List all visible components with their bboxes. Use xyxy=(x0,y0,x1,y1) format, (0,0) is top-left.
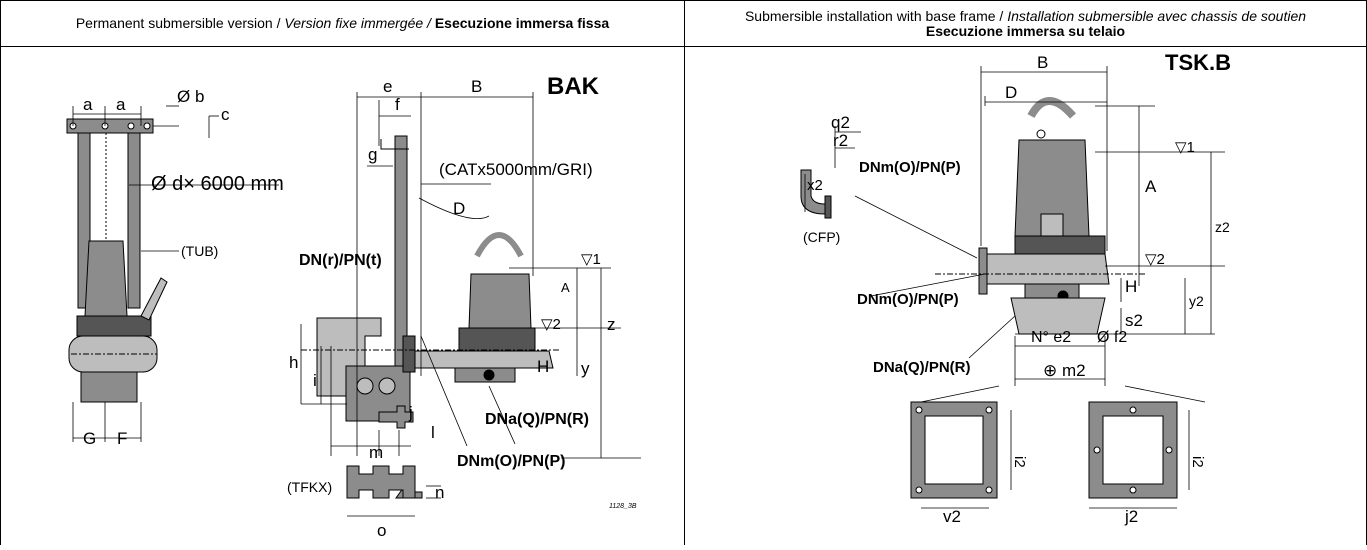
label-tsk-dna: DNa(Q)/PN(R) xyxy=(873,359,971,376)
level-2: ▽2 xyxy=(541,316,561,333)
tsk-dim-i2-b: i2 xyxy=(1189,456,1206,468)
dim-F: F xyxy=(117,429,127,448)
tsk-dim-B: B xyxy=(1037,53,1048,72)
side-guide-pipe xyxy=(394,135,408,367)
dim-f: f xyxy=(395,95,400,114)
side-motor xyxy=(468,273,532,329)
tsk-dim-x2: x2 xyxy=(807,177,823,194)
dim-B: B xyxy=(471,77,482,96)
dim-m: m xyxy=(369,443,383,462)
bak-drawing: a a Ø b c Ø d× 6000 mm (TUB) G F xyxy=(66,73,641,540)
dim-z: z xyxy=(607,315,616,334)
header-right-en: Submersible installation with base frame… xyxy=(744,7,1008,24)
guide-pipe-left xyxy=(77,132,91,309)
model-tsk: TSK.B xyxy=(1165,50,1231,75)
tsk-dim-m2: ⊕ m2 xyxy=(1043,361,1086,380)
tsk-dim-D: D xyxy=(1005,83,1017,102)
header-left: Permanent submersible version / Version … xyxy=(0,0,685,47)
side-view xyxy=(301,135,561,499)
dim-j: j xyxy=(408,403,413,422)
dim-n: n xyxy=(435,483,444,502)
dim-h: h xyxy=(289,353,298,372)
tsk-pump xyxy=(800,97,1145,335)
tsk-dim-A: A xyxy=(1145,177,1157,196)
label-dnm: DNm(O)/PN(P) xyxy=(457,453,565,470)
tsk-dim-i2-a: i2 xyxy=(1011,456,1028,468)
dim-D: D xyxy=(453,199,465,218)
dim-H: H xyxy=(537,357,549,376)
label-cfp: (CFP) xyxy=(803,229,840,245)
tsk-dims xyxy=(804,66,1225,403)
tsk-dim-z2: z2 xyxy=(1215,219,1230,235)
top-bracket xyxy=(66,118,154,134)
header-right-it: Esecuzione immersa su telaio xyxy=(925,22,1126,39)
tsk-dim-s2: s2 xyxy=(1125,311,1143,330)
tsk-dim-q2: q2 xyxy=(831,113,850,132)
dim-b: Ø b xyxy=(177,87,204,106)
dim-c: c xyxy=(221,105,230,124)
side-labels: e f g B BAK (CATx5000mm/GRI) D DN(r)/PN(… xyxy=(287,73,637,540)
level-1: ▽1 xyxy=(581,251,601,268)
tsk-plan-dims xyxy=(921,410,1190,509)
dim-l: l xyxy=(431,423,435,442)
dim-G: G xyxy=(83,429,96,448)
tsk-volute xyxy=(978,253,1110,285)
label-tfkx: (TFKX) xyxy=(287,479,332,495)
label-tub: (TUB) xyxy=(181,243,218,259)
header-right-line1: Submersible installation with base frame… xyxy=(744,7,1307,24)
frame-plan-1 xyxy=(910,401,998,499)
dim-A: A xyxy=(561,280,570,295)
tsk-level-2: ▽2 xyxy=(1145,251,1165,268)
panel-bak: a a Ø b c Ø d× 6000 mm (TUB) G F xyxy=(0,46,685,545)
front-dims xyxy=(72,105,279,442)
tsk-handle xyxy=(1027,97,1077,119)
drawing-code: 1128_3B xyxy=(609,503,637,510)
side-volute xyxy=(414,350,554,369)
motor-body xyxy=(84,240,128,317)
dim-a-2: a xyxy=(116,95,126,114)
model-bak: BAK xyxy=(547,73,600,100)
dim-a-1: a xyxy=(83,95,93,114)
label-cat: (CATx5000mm/GRI) xyxy=(439,160,593,179)
panel-tsk: B TSK.B D q2 r2 x2 (CFP) DNm(O)/PN(P) ▽1… xyxy=(684,46,1367,545)
dim-d: Ø d× 6000 mm xyxy=(151,173,284,195)
cable-gland xyxy=(140,277,168,321)
front-labels: a a Ø b c Ø d× 6000 mm (TUB) G F xyxy=(83,87,284,448)
tsk-dim-y2: y2 xyxy=(1189,293,1204,309)
side-dims xyxy=(300,92,641,517)
frame-plan-2 xyxy=(1088,401,1178,499)
dim-e: e xyxy=(383,77,392,96)
tsk-dim-e2: N° e2 xyxy=(1031,329,1071,346)
header-right-line2: Esecuzione immersa su telaio xyxy=(925,22,1126,39)
header-left-en: Permanent submersible version / xyxy=(75,15,285,31)
guide-pipe-right xyxy=(127,132,141,309)
dim-y: y xyxy=(581,359,590,378)
lifting-handle xyxy=(474,232,524,258)
header-right-fr: Installation submersible avec chassis de… xyxy=(1007,7,1307,24)
tsk-dim-f2: Ø f2 xyxy=(1097,329,1127,346)
tsk-dim-H: H xyxy=(1125,277,1137,296)
header-left-text: Permanent submersible version / Version … xyxy=(76,16,609,31)
tsk-labels: B TSK.B D q2 r2 x2 (CFP) DNm(O)/PN(P) ▽1… xyxy=(803,50,1231,526)
tsk-dim-r2: r2 xyxy=(833,131,848,150)
dim-i: i xyxy=(313,371,317,390)
header-left-fr: Version fixe immergée / xyxy=(284,15,435,31)
label-dnm-bot: DNm(O)/PN(P) xyxy=(857,291,959,308)
header-left-it: Esecuzione immersa fissa xyxy=(434,15,610,31)
label-dn-r: DN(r)/PN(t) xyxy=(299,252,382,269)
tsk-frame-plan xyxy=(910,401,1178,499)
header-right: Submersible installation with base frame… xyxy=(684,0,1367,47)
tsk-drawing: B TSK.B D q2 r2 x2 (CFP) DNm(O)/PN(P) ▽1… xyxy=(800,50,1231,526)
label-dna: DNa(Q)/PN(R) xyxy=(485,411,589,428)
tsk-dim-j2: j2 xyxy=(1124,507,1138,526)
dim-g: g xyxy=(368,145,377,164)
dim-o: o xyxy=(377,521,386,540)
tsk-level-1: ▽1 xyxy=(1175,139,1195,156)
front-view xyxy=(66,118,168,403)
tfkx-foot xyxy=(346,465,416,499)
tsk-dim-v2: v2 xyxy=(943,507,961,526)
label-dnm-top: DNm(O)/PN(P) xyxy=(859,159,961,176)
